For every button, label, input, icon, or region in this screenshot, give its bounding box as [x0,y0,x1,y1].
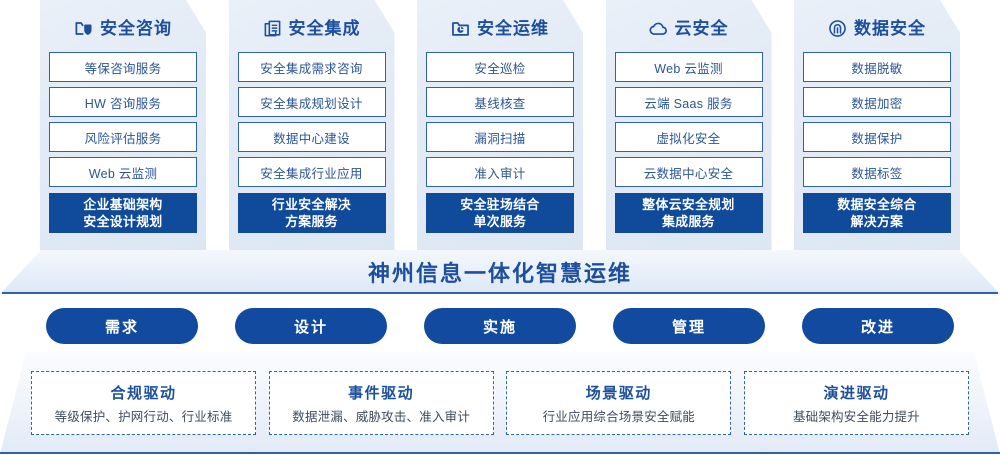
solution-block[interactable]: 安全驻场结合 单次服务 [426,193,574,233]
driver-title: 合规驱动 [110,384,177,402]
phase-pill-requirement[interactable]: 需求 [46,308,198,344]
service-item[interactable]: 安全集成规划设计 [237,87,386,117]
service-item[interactable]: 数据中心建设 [237,122,386,152]
solution-line-2: 安全设计规划 [83,214,163,229]
service-item[interactable]: 云数据中心安全 [614,157,763,187]
driver-title: 演进驱动 [823,384,890,402]
capability-column-security-integration[interactable]: 安全集成 安全集成需求咨询 安全集成规划设计 数据中心建设 安全集成行业应用 行… [228,0,395,252]
service-item[interactable]: HW 咨询服务 [49,87,197,117]
driver-title: 事件驱动 [348,384,415,402]
solution-block[interactable]: 企业基础架构 安全设计规划 [49,193,197,233]
column-header: 云安全 [615,10,763,46]
service-item[interactable]: 准入审计 [426,157,574,187]
solution-line-1: 安全驻场结合 [460,196,540,212]
driver-card-scenario[interactable]: 场景驱动 行业应用综合场景安全赋能 [506,371,732,435]
service-item[interactable]: 安全巡检 [426,52,574,82]
solution-block[interactable]: 整体云安全规划 集成服务 [614,193,763,233]
phase-pill-design[interactable]: 设计 [235,308,387,344]
solution-block[interactable]: 数据安全综合 解决方案 [803,193,951,233]
capability-column-cloud-security[interactable]: 云安全 Web 云监测 云端 Saas 服务 虚拟化安全 云数据中心安全 整体云… [605,0,772,252]
service-item[interactable]: 数据标签 [803,157,951,187]
platform-banner: 神州信息一体化智慧运维 [0,250,1000,296]
phase-pill-improvement[interactable]: 改进 [802,308,954,344]
cloud-icon [649,19,668,38]
solution-block[interactable]: 行业安全解决 方案服务 [237,193,386,233]
column-title: 安全咨询 [100,18,172,38]
solution-line-2: 方案服务 [285,214,338,229]
driver-title: 场景驱动 [585,384,652,402]
drivers-row: 合规驱动 等级保护、护网行动、行业标准 事件驱动 数据泄漏、威胁攻击、准入审计 … [0,352,1000,454]
driver-subtitle: 等级保护、护网行动、行业标准 [54,409,233,424]
driver-card-compliance[interactable]: 合规驱动 等级保护、护网行动、行业标准 [31,371,256,435]
lifecycle-phase-row: 需求 设计 实施 管理 改进 [0,308,1000,346]
driver-subtitle: 行业应用综合场景安全赋能 [542,409,696,424]
column-header: 安全集成 [238,10,386,46]
solution-line-1: 整体云安全规划 [642,196,735,212]
solution-line-2: 单次服务 [473,214,527,229]
service-item[interactable]: 数据保护 [803,122,951,152]
drivers-section: 合规驱动 等级保护、护网行动、行业标准 事件驱动 数据泄漏、威胁攻击、准入审计 … [0,352,1000,456]
driver-subtitle: 数据泄漏、威胁攻击、准入审计 [292,409,471,424]
driver-subtitle: 基础架构安全能力提升 [792,409,920,424]
folder-chart-icon [451,19,470,38]
solution-line-2: 解决方案 [850,214,904,229]
solution-line-2: 集成服务 [662,214,715,229]
capability-column-data-security[interactable]: 数据安全 数据脱敏 数据加密 数据保护 数据标签 数据安全综合 解决方案 [794,0,960,252]
service-item[interactable]: 基线核查 [426,87,574,117]
banner-shape [0,250,1000,294]
banner-title: 神州信息一体化智慧运维 [367,261,632,286]
service-item[interactable]: 安全集成行业应用 [237,157,386,187]
service-item[interactable]: 风险评估服务 [49,122,197,152]
column-title: 安全集成 [288,18,361,38]
fingerprint-icon [828,19,847,38]
service-item[interactable]: 安全集成需求咨询 [237,52,386,82]
driver-card-incident[interactable]: 事件驱动 数据泄漏、威胁攻击、准入审计 [268,371,494,435]
capability-columns: 安全咨询 等保咨询服务 HW 咨询服务 风险评估服务 Web 云监测 企业基础架… [40,0,960,252]
column-title: 数据安全 [854,18,926,38]
capability-column-security-consulting[interactable]: 安全咨询 等保咨询服务 HW 咨询服务 风险评估服务 Web 云监测 企业基础架… [40,0,206,252]
column-title: 安全运维 [477,18,549,38]
phase-pill-management[interactable]: 管理 [613,308,765,344]
column-header: 安全咨询 [49,10,197,46]
service-item[interactable]: Web 云监测 [49,157,197,187]
banner-underline [2,292,998,294]
capability-column-security-operations[interactable]: 安全运维 安全巡检 基线核查 漏洞扫描 准入审计 安全驻场结合 单次服务 [417,0,583,252]
service-item[interactable]: 云端 Saas 服务 [614,87,763,117]
solution-line-1: 数据安全综合 [837,196,917,212]
document-stack-icon [263,19,282,38]
phase-pill-implementation[interactable]: 实施 [424,308,576,344]
column-header: 数据安全 [803,10,951,46]
service-item[interactable]: 虚拟化安全 [614,122,763,152]
column-title: 云安全 [674,18,729,38]
service-item[interactable]: 数据加密 [803,87,951,117]
service-item[interactable]: 数据脱敏 [803,52,951,82]
column-header: 安全运维 [426,10,574,46]
drivers-underline [0,452,1000,454]
solution-line-1: 行业安全解决 [271,196,352,212]
service-item[interactable]: Web 云监测 [614,52,763,82]
solution-line-1: 企业基础架构 [83,196,163,212]
folder-shield-icon [74,19,93,38]
service-item[interactable]: 等保咨询服务 [49,52,197,82]
driver-card-evolution[interactable]: 演进驱动 基础架构安全能力提升 [743,371,969,435]
service-item[interactable]: 漏洞扫描 [426,122,574,152]
